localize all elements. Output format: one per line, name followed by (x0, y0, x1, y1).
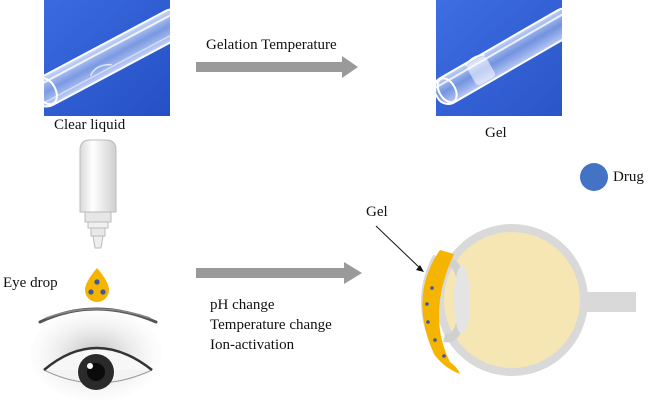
eyeball-cross-section (421, 224, 636, 376)
condition-ph: pH change (210, 297, 275, 313)
condition-temperature: Temperature change (210, 317, 332, 333)
clear-liquid-photo (44, 0, 170, 116)
gel-layer (422, 250, 460, 374)
gel-pointer-arrow (375, 225, 424, 272)
drug-legend-dot (580, 163, 608, 191)
gelation-temperature-label: Gelation Temperature (206, 37, 337, 53)
top-arrow (196, 56, 358, 78)
bottom-arrow (196, 262, 362, 284)
gel-caption: Gel (485, 125, 507, 141)
eye-drop-bottle (79, 139, 117, 249)
eye-drop-droplet (85, 268, 109, 302)
gel-label: Gel (366, 204, 388, 220)
eye-drop-label: Eye drop (3, 275, 58, 291)
condition-ion: Ion-activation (210, 337, 295, 353)
gel-photo (436, 0, 562, 116)
clear-liquid-caption: Clear liquid (54, 117, 126, 133)
human-eye-sketch (30, 307, 162, 400)
drug-legend-label: Drug (613, 169, 644, 185)
